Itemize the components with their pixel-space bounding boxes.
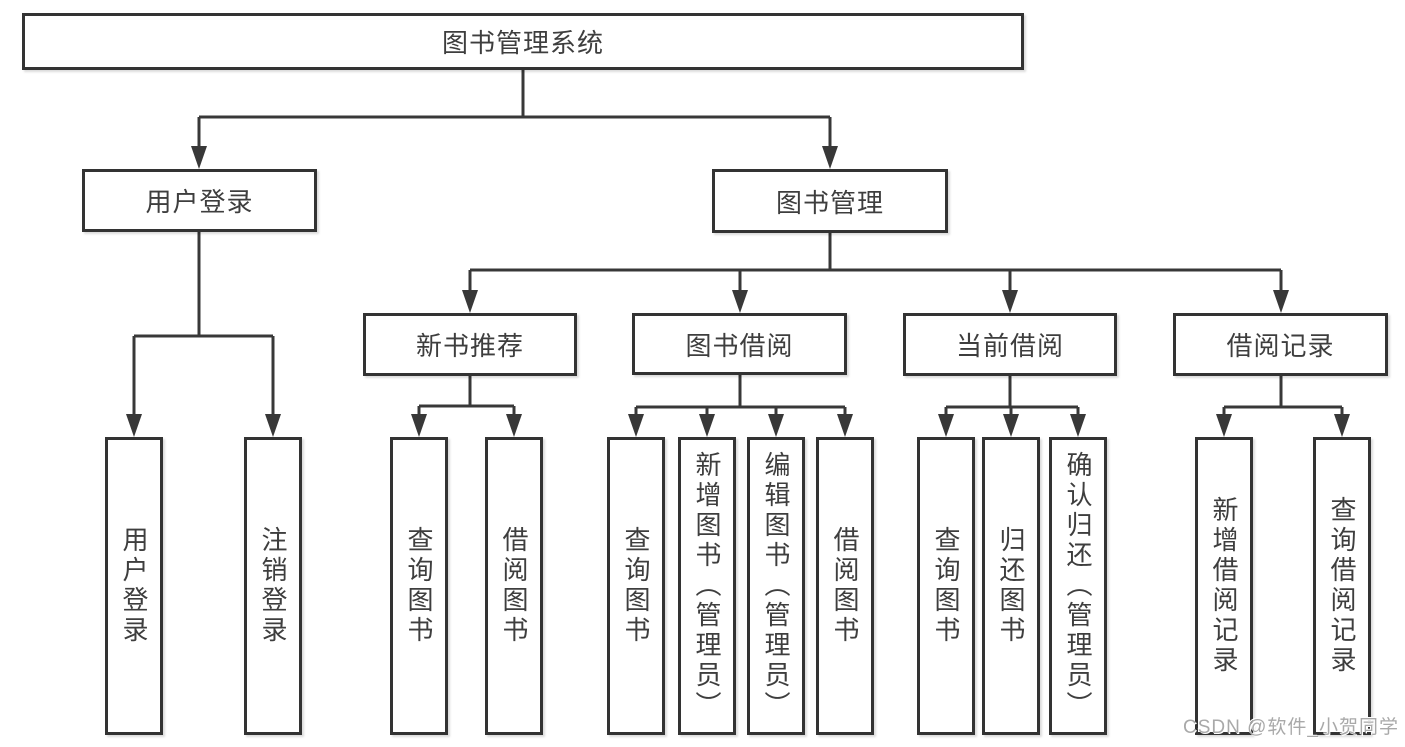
connector-user-login-to-leaves	[132, 232, 275, 418]
leaf-bb-borrow-book: 借阅图书	[816, 437, 874, 735]
leaf-bb-query-book: 查询图书	[607, 437, 665, 735]
node-new-book-rec-label: 新书推荐	[415, 331, 524, 361]
node-book-borrow-label: 图书借阅	[685, 330, 794, 361]
leaf-bb-add-book: 新增图书（管理员）	[678, 437, 736, 735]
leaf-cb-return-book: 归还图书	[982, 437, 1040, 735]
node-new-book-rec: 新书推荐	[363, 313, 577, 376]
leaf-cb-confirm-return-label: 确认归还（管理员）	[1063, 451, 1093, 721]
leaf-cb-confirm-return: 确认归还（管理员）	[1049, 437, 1107, 735]
watermark: CSDN @软件_小贺同学	[1183, 717, 1399, 738]
leaf-user-login: 用户登录	[105, 437, 163, 735]
connector-borrow-record-to-leaves	[1222, 376, 1344, 420]
node-book-borrow: 图书借阅	[632, 313, 847, 375]
leaf-bb-borrow-book-label: 借阅图书	[830, 526, 860, 646]
leaf-user-login-label: 用户登录	[119, 526, 149, 646]
leaf-cb-return-book-label: 归还图书	[996, 526, 1026, 646]
node-current-borrow-label: 当前借阅	[955, 331, 1064, 361]
node-root-label: 图书管理系统	[441, 28, 604, 58]
connector-root-to-level2	[197, 70, 832, 150]
leaf-logout: 注销登录	[244, 437, 302, 735]
leaf-br-query-record-label: 查询借阅记录	[1327, 496, 1357, 676]
node-user-login-label: 用户登录	[145, 187, 254, 217]
node-current-borrow: 当前借阅	[903, 313, 1117, 376]
leaf-bb-add-book-label: 新增图书（管理员）	[692, 451, 722, 721]
leaf-nb-borrow-book-label: 借阅图书	[499, 526, 529, 646]
leaf-cb-query-book-label: 查询图书	[931, 526, 961, 646]
connector-book-mgmt-to-level3	[468, 233, 1283, 294]
leaf-bb-query-book-label: 查询图书	[621, 526, 651, 646]
leaf-br-add-record: 新增借阅记录	[1195, 437, 1253, 735]
leaf-br-query-record: 查询借阅记录	[1313, 437, 1371, 735]
node-borrow-record-label: 借阅记录	[1226, 331, 1335, 361]
connector-book-borrow-to-leaves	[634, 375, 847, 420]
connector-current-borrow-to-leaves	[944, 376, 1080, 420]
connector-new-book-to-leaves	[417, 376, 516, 420]
node-book-mgmt-label: 图书管理	[775, 187, 884, 218]
node-book-mgmt: 图书管理	[712, 169, 948, 233]
leaf-bb-edit-book: 编辑图书（管理员）	[747, 437, 805, 735]
leaf-bb-edit-book-label: 编辑图书（管理员）	[761, 451, 791, 721]
leaf-br-add-record-label: 新增借阅记录	[1209, 496, 1239, 676]
leaf-nb-query-book-label: 查询图书	[404, 526, 434, 646]
leaf-logout-label: 注销登录	[258, 526, 288, 646]
leaf-cb-query-book: 查询图书	[917, 437, 975, 735]
node-borrow-record: 借阅记录	[1173, 313, 1388, 376]
node-root: 图书管理系统	[22, 13, 1024, 70]
leaf-nb-query-book: 查询图书	[390, 437, 448, 735]
leaf-nb-borrow-book: 借阅图书	[485, 437, 543, 735]
node-user-login: 用户登录	[82, 169, 317, 232]
